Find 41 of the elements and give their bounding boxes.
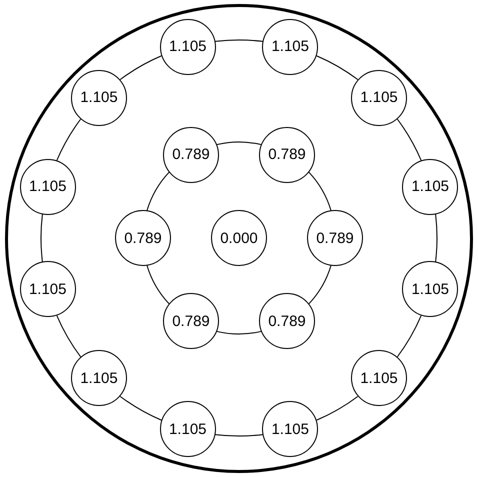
strand-value: 0.789 <box>268 312 306 330</box>
strand-value: 0.789 <box>172 146 210 164</box>
strand-value: 1.105 <box>411 280 450 298</box>
strand-value: 1.105 <box>360 89 398 106</box>
connector-line <box>146 265 170 304</box>
strand-value: 0.789 <box>172 312 210 330</box>
strand-value: 0.789 <box>316 230 354 246</box>
strand-value: 0.000 <box>220 230 258 246</box>
strand-value: 1.105 <box>411 178 450 196</box>
strand-value: 1.105 <box>360 370 398 386</box>
connector-line <box>435 214 438 262</box>
connector-line <box>216 142 262 146</box>
strand-value: 1.105 <box>168 38 207 56</box>
strand-value: 1.105 <box>80 89 118 106</box>
connector-line <box>396 315 422 358</box>
connector-line <box>40 214 43 262</box>
connector-line <box>120 55 162 80</box>
connector-line <box>56 315 82 358</box>
connector-line <box>316 396 358 421</box>
connector-line <box>308 265 332 304</box>
connector-line <box>316 55 358 80</box>
strand-value: 1.105 <box>168 420 207 438</box>
strand-circle <box>70 70 127 126</box>
strand-circle <box>351 70 407 126</box>
connector-line <box>396 118 422 161</box>
strand-value: 1.105 <box>80 370 118 386</box>
strand-value: 0.789 <box>268 146 306 164</box>
strand-circle <box>70 350 127 406</box>
connector-line <box>216 330 262 334</box>
connector-line <box>120 396 162 421</box>
connector-line <box>308 172 332 211</box>
strand-value: 1.105 <box>28 178 66 196</box>
connector-line <box>214 40 264 42</box>
strand-value: 0.789 <box>124 230 162 246</box>
strand-circle <box>351 350 407 406</box>
strand-value: 1.105 <box>271 38 309 56</box>
strand-value: 1.105 <box>271 420 309 438</box>
connector-line <box>56 118 82 161</box>
strand-value: 1.105 <box>28 280 66 298</box>
connector-line <box>214 434 264 436</box>
connector-line <box>146 172 170 211</box>
